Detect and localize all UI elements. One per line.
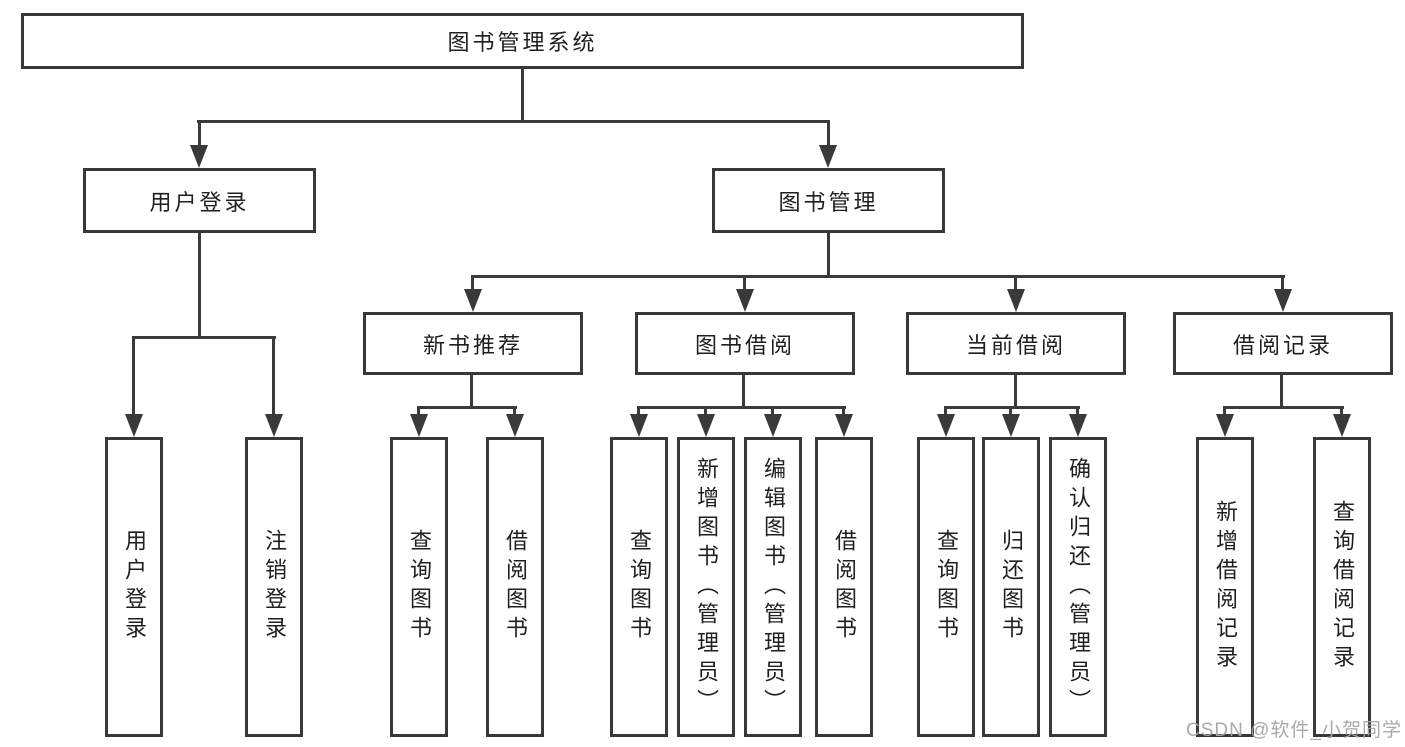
connector-stub-br-query [1340,406,1343,417]
arrowhead-borrow-records [1274,289,1292,312]
connector-stub-current-borrow [1014,275,1017,292]
leaf-logout: 注销登录 [245,437,303,737]
connector-user-login-rail [132,336,276,339]
node-borrowing-records: 借阅记录 [1173,312,1393,375]
leaf-bb-add-books-admin: 新增图书（管理员） [677,437,735,737]
connector-stub-book-management [827,120,830,148]
connector-borrow-records-rail [1223,406,1344,409]
csdn-watermark: CSDN @软件_小贺同学 [1186,720,1402,741]
leaf-bb-borrow-books: 借阅图书 [815,437,873,737]
connector-user-login-drop [198,233,201,339]
leaf-bb-edit-books-admin: 编辑图书（管理员） [744,437,802,737]
arrowhead-nb-query [410,414,428,437]
connector-stub-nb-borrow [513,406,516,417]
arrowhead-login-leaf [125,414,143,437]
arrowhead-bb-edit [764,414,782,437]
arrowhead-bb-add [697,414,715,437]
connector-stub-nb-query [417,406,420,417]
connector-stub-bb-borrow [842,406,845,417]
node-current-borrowing: 当前借阅 [906,312,1126,375]
connector-new-books-rail [417,406,517,409]
arrowhead-bb-query [630,414,648,437]
connector-stub-login-leaf [132,336,135,417]
leaf-br-query-record: 查询借阅记录 [1313,437,1371,737]
connector-stub-new-books [471,275,474,292]
arrowhead-bb-borrow [835,414,853,437]
node-book-borrowing: 图书借阅 [635,312,855,375]
connector-stub-cb-confirm [1076,406,1079,417]
leaf-cb-return-books: 归还图书 [982,437,1040,737]
connector-stub-bb-add [704,406,707,417]
leaf-br-add-record: 新增借阅记录 [1196,437,1254,737]
arrowhead-cb-query [937,414,955,437]
connector-borrow-records-drop [1280,375,1283,408]
connector-current-borrow-rail [944,406,1080,409]
arrowhead-br-query [1333,414,1351,437]
arrowhead-current-borrow [1007,289,1025,312]
arrowhead-br-add [1216,414,1234,437]
arrowhead-logout-leaf [265,414,283,437]
connector-root-rail [197,120,830,123]
connector-book-borrow-drop [742,375,745,408]
arrowhead-new-books [464,289,482,312]
arrowhead-nb-borrow [506,414,524,437]
leaf-nb-borrow-books: 借阅图书 [486,437,544,737]
connector-current-borrow-drop [1014,375,1017,408]
connector-stub-cb-return [1009,406,1012,417]
leaf-cb-query-books: 查询图书 [917,437,975,737]
leaf-bb-query-books: 查询图书 [610,437,668,737]
connector-book-borrow-rail [637,406,846,409]
connector-stub-bb-edit [771,406,774,417]
connector-stub-user-login [198,120,201,148]
arrowhead-user-login [190,145,208,168]
connector-stub-logout-leaf [272,336,275,417]
leaf-nb-query-books: 查询图书 [390,437,448,737]
arrowhead-cb-confirm [1069,414,1087,437]
connector-stub-br-add [1223,406,1226,417]
arrowhead-book-management [819,145,837,168]
connector-stub-book-borrow [743,275,746,292]
leaf-user-login: 用户登录 [105,437,163,737]
connector-new-books-drop [470,375,473,408]
arrowhead-book-borrow [736,289,754,312]
connector-stub-cb-query [944,406,947,417]
connector-book-mgmt-rail [471,275,1285,278]
node-book-management: 图书管理 [712,168,945,233]
node-library-management-system: 图书管理系统 [21,13,1024,69]
connector-book-mgmt-drop [827,233,830,278]
node-new-book-recommend: 新书推荐 [363,312,583,375]
connector-root-drop [521,69,524,121]
connector-stub-borrow-records [1281,275,1284,292]
connector-stub-bb-query [637,406,640,417]
arrowhead-cb-return [1002,414,1020,437]
node-user-login: 用户登录 [83,168,316,233]
leaf-cb-confirm-return-admin: 确认归还（管理员） [1049,437,1107,737]
